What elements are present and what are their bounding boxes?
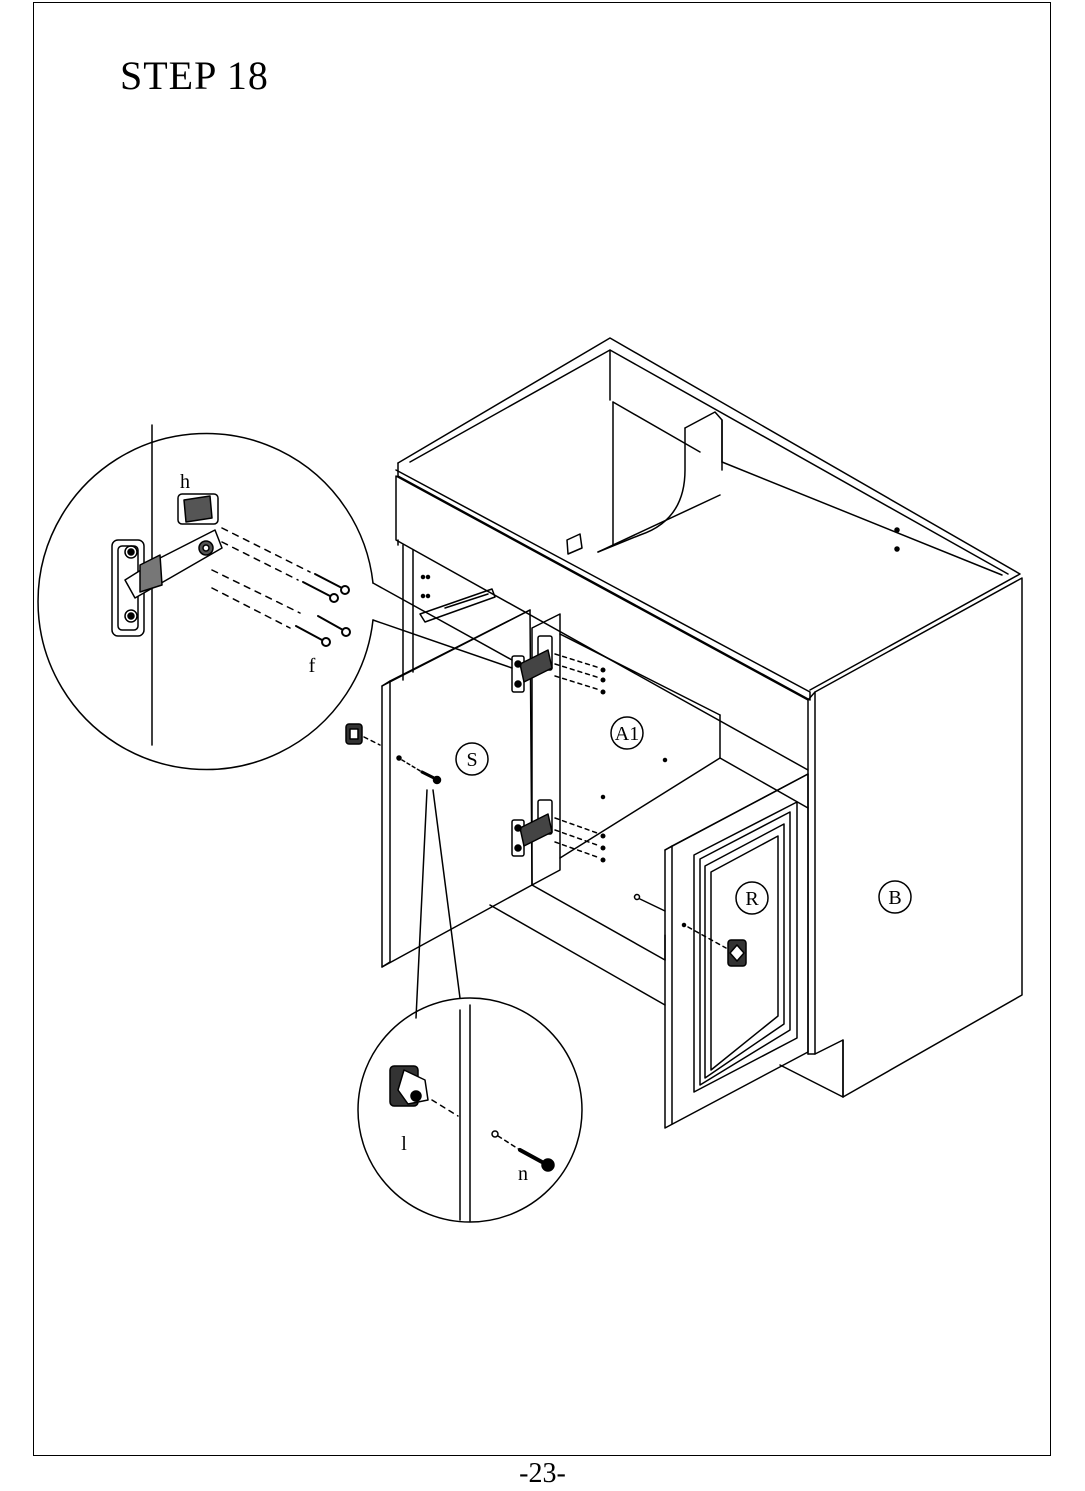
partition-label: A1 bbox=[615, 723, 639, 745]
left-door-knob bbox=[346, 724, 380, 745]
left-door-label: S bbox=[466, 749, 477, 771]
knob-screw-label: n bbox=[518, 1163, 528, 1185]
right-door-label: R bbox=[745, 888, 759, 910]
cabinet-body bbox=[396, 338, 1022, 1097]
left-door-screw bbox=[422, 772, 441, 784]
hinge-label: h bbox=[180, 471, 190, 493]
hinge-screws-f bbox=[296, 574, 350, 646]
right-door-knob bbox=[728, 940, 746, 966]
left-door: S bbox=[346, 610, 606, 967]
cabinet-body-label: B bbox=[888, 887, 901, 909]
knob-label: l bbox=[401, 1133, 407, 1155]
right-door-screw bbox=[635, 895, 666, 912]
hinge-detail-callout: h f bbox=[38, 425, 512, 770]
hinge-screws-upper bbox=[555, 654, 600, 690]
hinge-screw-label: f bbox=[309, 655, 316, 677]
right-door: R bbox=[635, 774, 809, 1128]
knob-detail-callout: l n bbox=[358, 790, 582, 1222]
knob-l bbox=[390, 1066, 428, 1106]
